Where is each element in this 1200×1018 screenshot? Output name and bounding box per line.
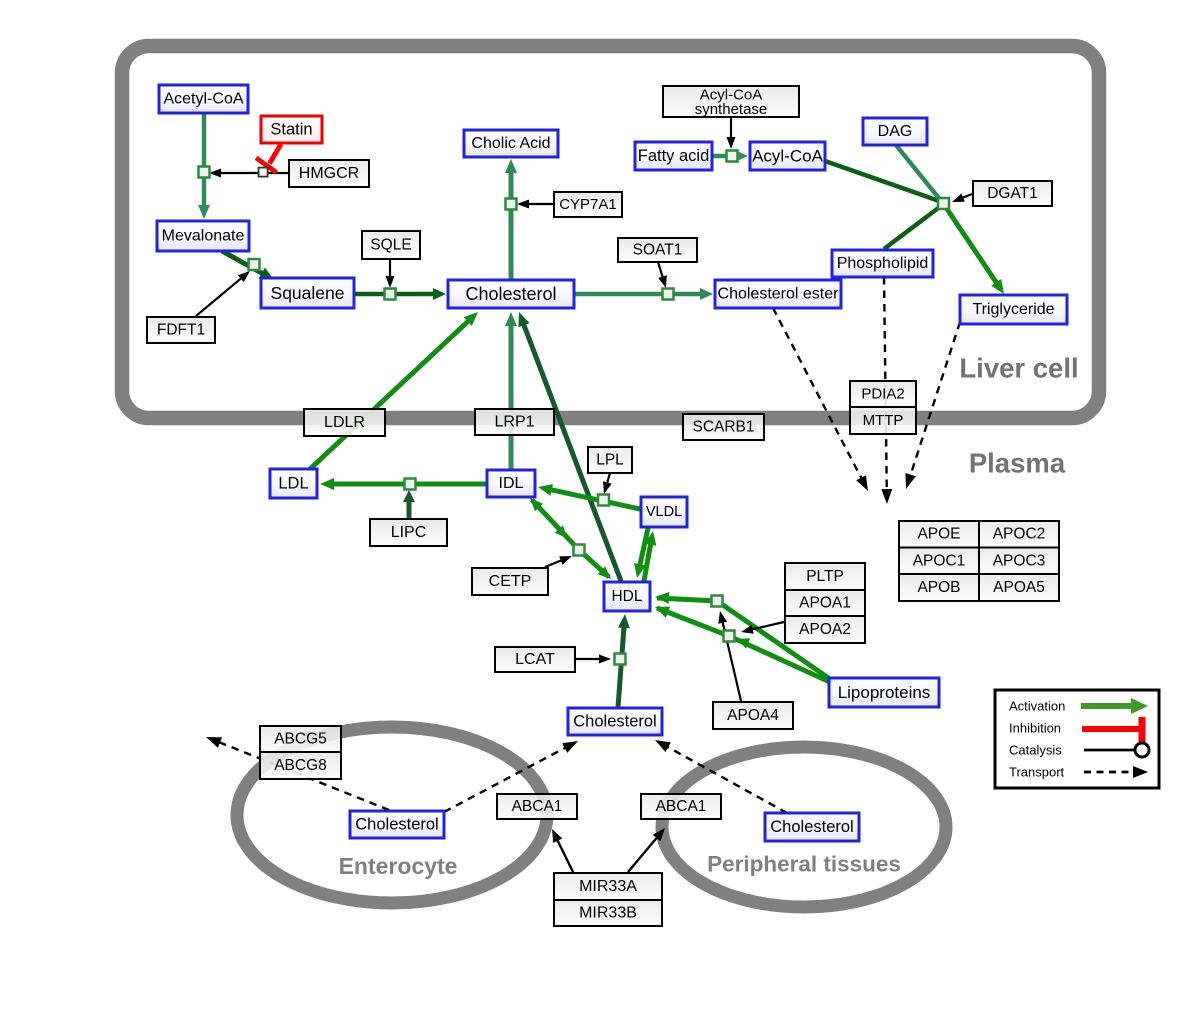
svg-text:MIR33A: MIR33A <box>579 878 637 895</box>
svg-text:Fatty acid: Fatty acid <box>638 147 710 165</box>
svg-text:Lipoproteins: Lipoproteins <box>838 683 931 702</box>
svg-text:SOAT1: SOAT1 <box>633 242 683 259</box>
svg-text:HMGCR: HMGCR <box>299 165 359 182</box>
svg-text:Statin: Statin <box>270 121 312 139</box>
svg-text:Plasma: Plasma <box>969 448 1066 479</box>
svg-text:Cholesterol: Cholesterol <box>355 816 438 834</box>
svg-text:HDL: HDL <box>611 588 642 605</box>
svg-text:APOC2: APOC2 <box>993 526 1046 543</box>
svg-text:Cholesterol: Cholesterol <box>573 713 656 731</box>
svg-text:APOA1: APOA1 <box>799 595 851 612</box>
svg-text:PLTP: PLTP <box>806 568 844 585</box>
svg-text:ABCA1: ABCA1 <box>512 798 563 815</box>
svg-text:APOA5: APOA5 <box>993 579 1045 596</box>
svg-text:APOB: APOB <box>917 579 960 596</box>
svg-text:Liver cell: Liver cell <box>959 353 1078 384</box>
svg-text:Activation: Activation <box>1009 699 1065 714</box>
svg-text:DAG: DAG <box>878 123 913 140</box>
svg-text:LDLR: LDLR <box>324 414 365 431</box>
svg-text:Cholesterol: Cholesterol <box>770 818 853 836</box>
svg-text:Acetyl-CoA: Acetyl-CoA <box>163 91 243 108</box>
svg-text:Mevalonate: Mevalonate <box>162 228 245 245</box>
svg-text:synthetase: synthetase <box>695 101 768 118</box>
svg-text:Cholesterol: Cholesterol <box>465 284 556 304</box>
svg-text:APOA4: APOA4 <box>727 707 779 724</box>
svg-text:ABCG8: ABCG8 <box>274 757 327 774</box>
svg-text:Squalene: Squalene <box>271 283 345 303</box>
svg-text:FDFT1: FDFT1 <box>157 322 205 339</box>
svg-text:LCAT: LCAT <box>515 651 555 668</box>
svg-text:ABCG5: ABCG5 <box>274 731 327 748</box>
svg-text:Phospholipid: Phospholipid <box>837 255 929 272</box>
svg-text:APOE: APOE <box>917 526 960 543</box>
svg-text:CETP: CETP <box>489 573 532 590</box>
svg-text:LPL: LPL <box>596 452 624 469</box>
svg-text:Triglyceride: Triglyceride <box>972 301 1054 318</box>
svg-text:ABCA1: ABCA1 <box>656 798 707 815</box>
svg-text:Cholic Acid: Cholic Acid <box>471 135 550 152</box>
svg-text:LIPC: LIPC <box>391 524 427 541</box>
svg-text:APOC1: APOC1 <box>913 552 966 569</box>
svg-text:Cholesterol ester: Cholesterol ester <box>718 286 840 303</box>
svg-text:Enterocyte: Enterocyte <box>339 853 458 879</box>
svg-text:LDL: LDL <box>278 475 308 493</box>
svg-text:Catalysis: Catalysis <box>1009 743 1062 758</box>
svg-text:APOA2: APOA2 <box>799 621 851 638</box>
svg-text:CYP7A1: CYP7A1 <box>559 196 617 213</box>
svg-text:Acyl-CoA: Acyl-CoA <box>752 147 824 166</box>
svg-text:Acyl-CoA: Acyl-CoA <box>700 87 763 104</box>
svg-text:PDIA2: PDIA2 <box>861 386 904 403</box>
svg-text:MTTP: MTTP <box>863 412 904 429</box>
svg-text:Peripheral tissues: Peripheral tissues <box>707 852 901 877</box>
svg-text:MIR33B: MIR33B <box>579 905 637 922</box>
svg-text:SQLE: SQLE <box>370 237 411 254</box>
svg-text:APOC3: APOC3 <box>993 552 1046 569</box>
svg-text:SCARB1: SCARB1 <box>692 419 754 436</box>
svg-text:LRP1: LRP1 <box>494 414 534 431</box>
svg-text:DGAT1: DGAT1 <box>987 185 1038 202</box>
svg-text:IDL: IDL <box>499 475 524 492</box>
svg-text:Inhibition: Inhibition <box>1009 721 1061 736</box>
svg-text:VLDL: VLDL <box>646 504 682 520</box>
svg-text:Transport: Transport <box>1009 765 1065 780</box>
